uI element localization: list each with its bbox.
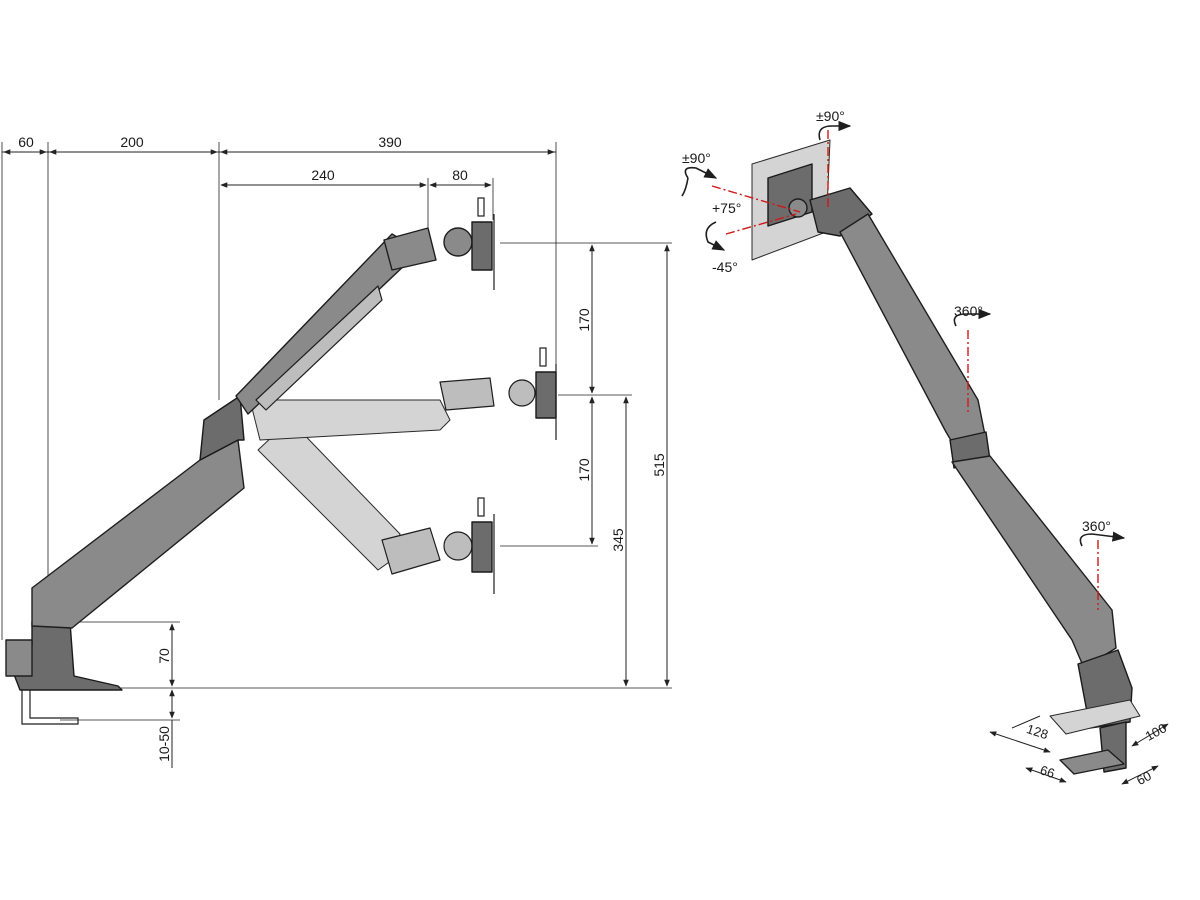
dim-128: 128 <box>1025 721 1050 742</box>
rotation-labels: ±90° ±90° +75° -45° 360° 360° <box>682 108 1111 534</box>
dim-60: 60 <box>18 134 34 150</box>
dim-70: 70 <box>156 648 172 664</box>
label-base-rotation: 360° <box>1082 518 1111 534</box>
dim-10-50: 10-50 <box>156 726 172 762</box>
iso-lower-arm <box>951 455 1117 669</box>
top-dimension-row: 60 200 390 <box>2 134 556 155</box>
dim-100: 100 <box>1143 720 1169 743</box>
rotation-axes <box>711 130 1099 610</box>
vertical-dimension-345: 345 <box>610 396 629 687</box>
rotation-arrows <box>681 120 1126 547</box>
label-tilt-up: +75° <box>712 200 741 216</box>
side-view: 60 200 390 240 80 170 170 345 515 <box>1 134 672 768</box>
vertical-dimension-515: 515 <box>651 244 670 687</box>
dim-170-lower: 170 <box>576 458 592 482</box>
desk-clamp-base <box>5 621 123 725</box>
dim-345: 345 <box>610 528 626 552</box>
label-tilt-down: -45° <box>712 259 738 275</box>
label-tilt-top: ±90° <box>816 108 845 124</box>
label-elbow-rotation: 360° <box>954 303 983 319</box>
iso-base <box>1049 649 1141 775</box>
iso-upper-arm <box>839 213 987 453</box>
dim-515: 515 <box>651 453 667 477</box>
monitor-head-top <box>383 197 495 290</box>
monitor-head-bottom <box>381 497 495 594</box>
dim-80: 80 <box>452 167 468 183</box>
isometric-view: ±90° ±90° +75° -45° 360° 360° 128 100 66… <box>681 108 1169 788</box>
second-dimension-row: 240 80 <box>220 167 492 188</box>
lower-arm <box>31 395 245 629</box>
vertical-dimension-170s: 170 170 <box>576 244 595 545</box>
dim-66: 66 <box>1038 762 1056 781</box>
dim-200: 200 <box>120 134 144 150</box>
base-dimensions: 70 10-50 <box>156 623 175 768</box>
dim-240: 240 <box>311 167 335 183</box>
dim-170-upper: 170 <box>576 308 592 332</box>
monitor-head-middle <box>439 347 557 440</box>
label-swivel-side: ±90° <box>682 150 711 166</box>
ghost-arm-lower <box>249 399 451 571</box>
dim-60-iso: 60 <box>1134 768 1154 788</box>
dim-390: 390 <box>378 134 402 150</box>
vesa-plate <box>751 139 831 261</box>
upper-arm-raised <box>235 233 413 415</box>
